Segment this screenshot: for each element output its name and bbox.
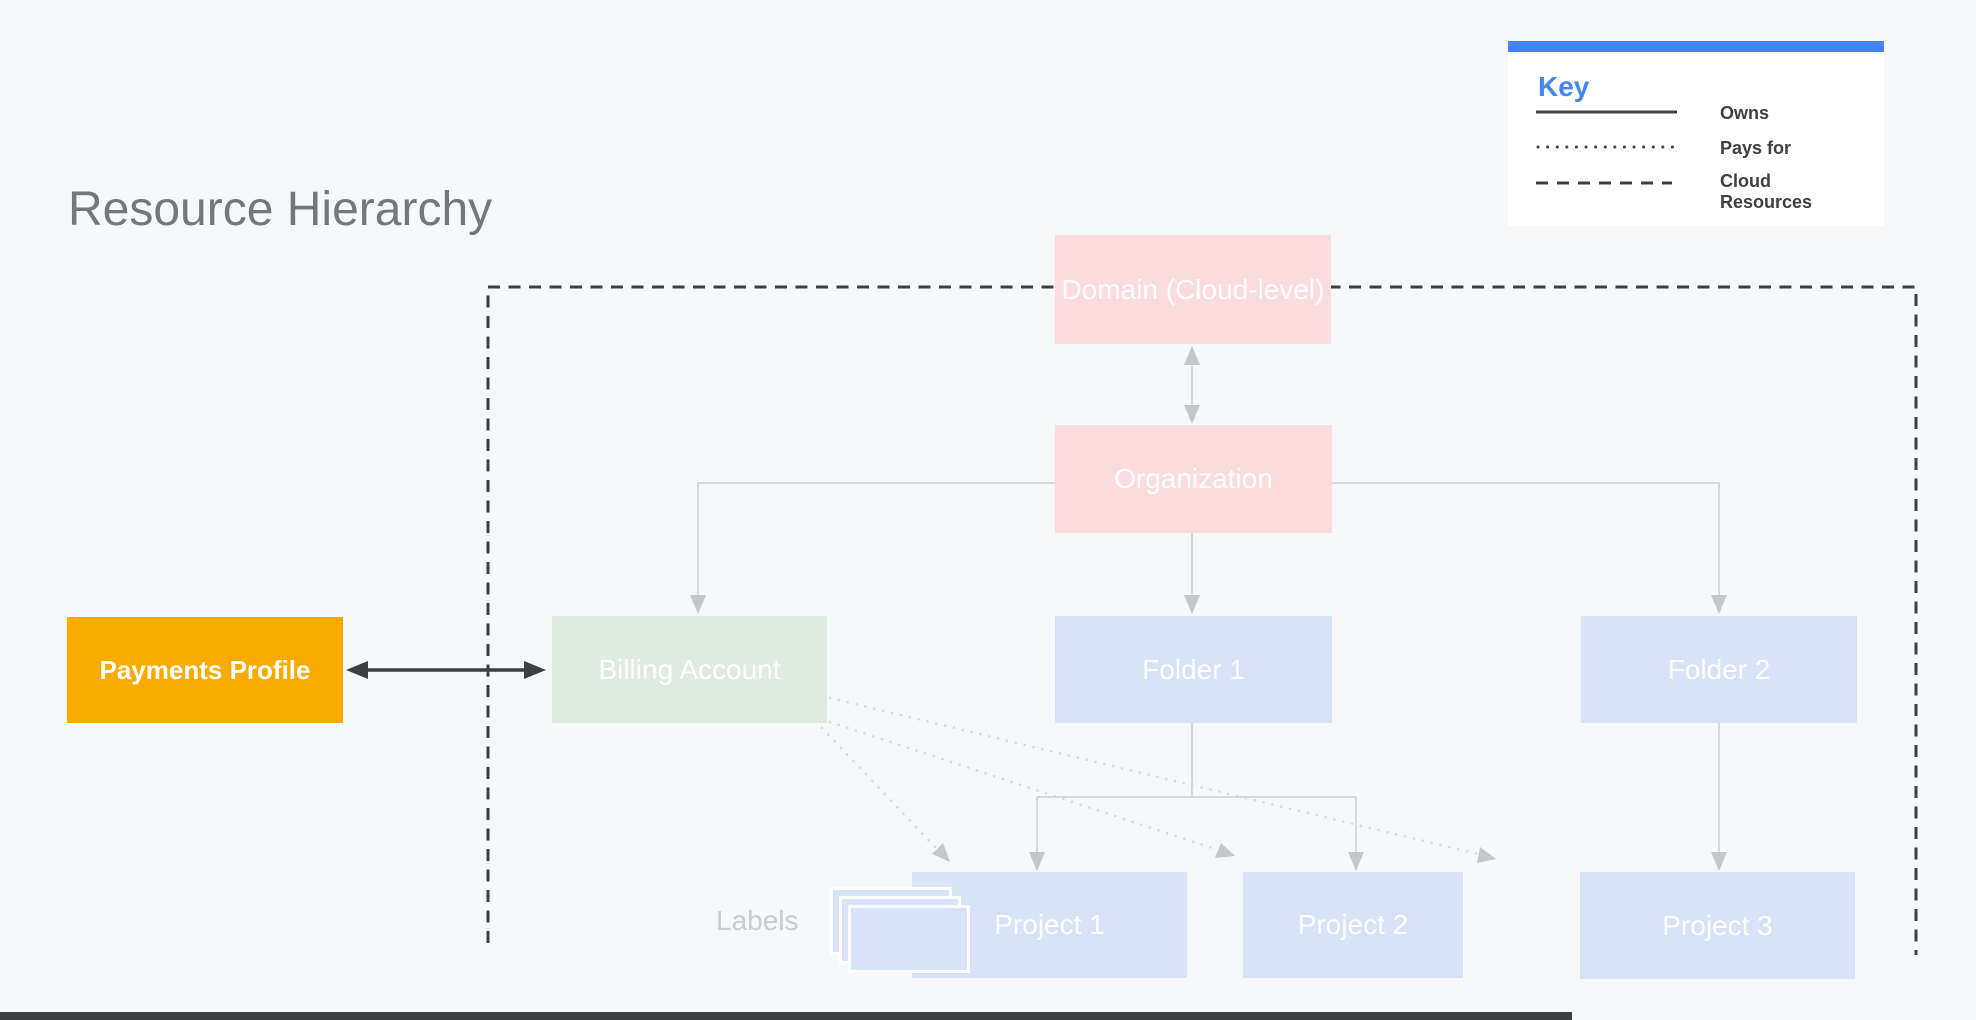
legend: Key Owns Pays for Cloud Resources (1508, 41, 1884, 226)
cloud-resources-dashed-border (486, 285, 1918, 955)
edge-billing-project1 (820, 726, 938, 850)
card-front (848, 905, 970, 973)
edge-organization-folder2 (1332, 482, 1720, 598)
owns-arrowheads (690, 346, 1727, 871)
legend-accent-bar (1508, 41, 1884, 52)
bottom-bar (0, 1012, 1572, 1020)
legend-cloud-resources-label: Cloud Resources (1720, 171, 1813, 212)
legend-pays-for-label: Pays for (1720, 138, 1792, 158)
payments-billing-arrow (346, 661, 546, 679)
node-organization: Organization (1055, 425, 1332, 533)
node-folder-1: Folder 1 (1055, 616, 1332, 723)
owns-line-sample (1536, 110, 1677, 114)
labels-caption: Labels (716, 905, 799, 936)
pays-for-edges (820, 696, 1480, 856)
node-domain: Domain (Cloud-level) (1055, 235, 1331, 344)
node-billing-account: Billing Account (552, 616, 827, 723)
edge-billing-project3 (828, 696, 1480, 856)
pays-for-arrowheads (932, 843, 1496, 863)
edge-billing-project2 (828, 720, 1220, 852)
pays-for-line-sample (1536, 145, 1678, 149)
labels-cards-icon (830, 887, 972, 973)
legend-title: Key (1538, 71, 1590, 102)
page-title: Resource Hierarchy (68, 183, 493, 236)
cloud-resources-line-sample (1536, 181, 1672, 185)
node-project-3: Project 3 (1580, 872, 1855, 979)
node-payments-profile: Payments Profile (67, 617, 343, 723)
node-project-2: Project 2 (1243, 872, 1463, 978)
node-folder-2: Folder 2 (1581, 616, 1857, 723)
legend-owns-label: Owns (1720, 103, 1770, 123)
edge-organization-billing (697, 482, 1055, 598)
